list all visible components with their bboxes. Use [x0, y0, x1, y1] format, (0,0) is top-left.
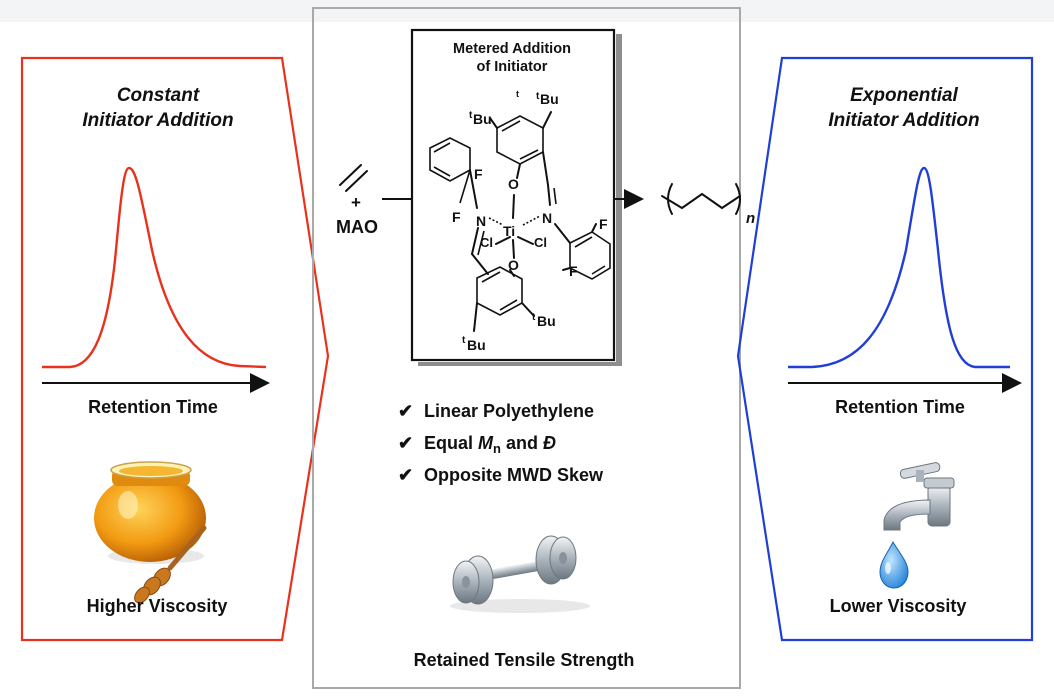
reagent-plus: + [351, 193, 361, 212]
tbu-label-bottom-left: Bu [467, 337, 486, 353]
checklist-item-2-d: Đ [543, 433, 556, 453]
left-axis-label: Retention Time [88, 397, 218, 417]
oxygen-label-bottom: O [508, 257, 519, 273]
oxygen-label-top: O [508, 176, 519, 192]
checklist-item-3: Opposite MWD Skew [424, 465, 604, 485]
left-title-line2: Initiator Addition [82, 110, 233, 131]
right-title-line2: Initiator Addition [828, 110, 979, 131]
check-mark-3: ✔ [398, 465, 413, 485]
checklist-item-1: Linear Polyethylene [424, 401, 594, 421]
checklist-item-2: Equal Mn and Đ [424, 433, 556, 456]
fluorine-label-3: F [599, 216, 608, 232]
checklist-item-2-mid: and [501, 433, 543, 453]
tbu-label-bottom-right: Bu [537, 313, 556, 329]
tbu-prefix-top-left: t [469, 110, 473, 121]
fluorine-label-2: F [452, 209, 461, 225]
tbu-prefix-bottom-left: t [462, 335, 466, 346]
tbu-prefix-top-right: t [536, 91, 540, 102]
tbu-prefix-top: t [516, 89, 519, 99]
left-title-line1: Constant [117, 85, 200, 106]
titanium-complex-structure [429, 111, 611, 332]
fluorine-label-4: F [569, 263, 578, 279]
right-caption: Lower Viscosity [830, 596, 967, 616]
fluorine-label-1: F [474, 166, 483, 182]
box-title-line2: of Initiator [477, 59, 548, 75]
polyethylene-structure [661, 183, 741, 215]
checklist: ✔ Linear Polyethylene ✔ Equal Mn and Đ ✔… [398, 401, 604, 485]
left-caption: Higher Viscosity [87, 596, 228, 616]
right-panel-frame [736, 56, 1034, 642]
reagent-mao: MAO [336, 217, 378, 237]
checklist-item-2-sub: n [493, 441, 501, 456]
checklist-item-2-pre: Equal [424, 433, 478, 453]
check-mark-2: ✔ [398, 433, 413, 453]
nitrogen-label-left: N [476, 213, 486, 229]
top-band [0, 0, 1054, 22]
left-distribution-curve [42, 166, 267, 369]
chloride-label-right: Cl [534, 235, 547, 250]
right-axis-label: Retention Time [835, 397, 965, 417]
honey-pot-icon [94, 461, 207, 604]
box-title-line1: Metered Addition [453, 41, 571, 57]
titanium-label: Ti [503, 223, 515, 239]
checklist-item-2-m: M [478, 433, 494, 453]
dumbbell-icon [450, 535, 590, 613]
ethylene-double-bond [339, 164, 368, 192]
tbu-label-top-right: Bu [540, 91, 559, 107]
left-panel-frame [20, 56, 330, 642]
nitrogen-label-right: N [542, 210, 552, 226]
polymer-subscript: n [746, 210, 755, 227]
center-caption: Retained Tensile Strength [414, 650, 635, 670]
chloride-label-left: Cl [480, 235, 493, 250]
tbu-prefix-bottom-right: t [532, 312, 536, 323]
right-title-line1: Exponential [850, 85, 958, 106]
tbu-label-top-left: Bu [473, 111, 492, 127]
water-faucet-icon [879, 462, 955, 589]
right-distribution-curve [788, 166, 1010, 369]
check-mark-1: ✔ [398, 401, 413, 421]
